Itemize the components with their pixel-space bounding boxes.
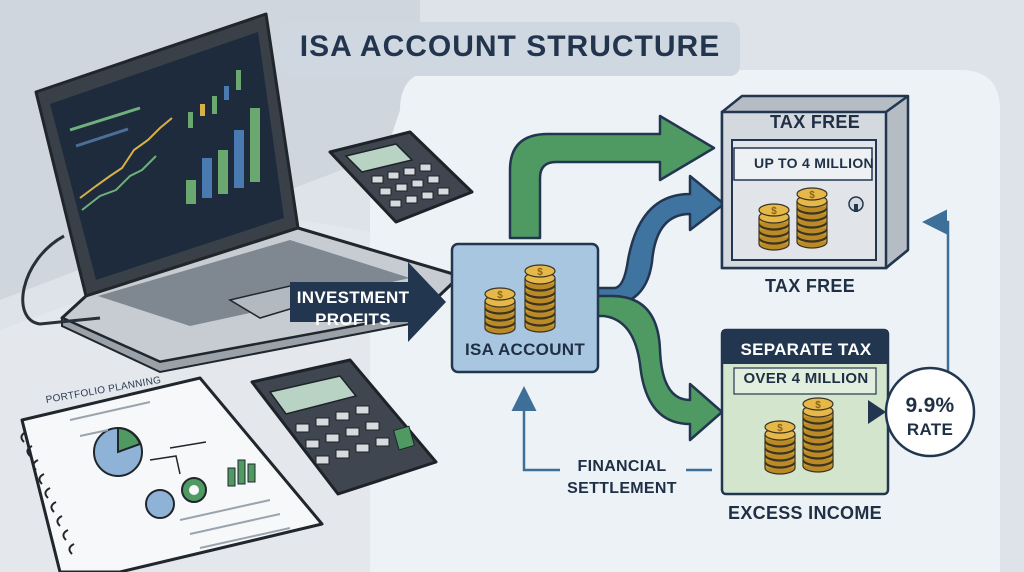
page-title: ISA ACCOUNT STRUCTURE	[299, 30, 721, 63]
separate-tax-label: SEPARATE TAX	[740, 340, 872, 359]
separate-tax-header	[722, 330, 888, 364]
profits-label: PROFITS	[315, 310, 391, 329]
investment-arrow	[290, 262, 446, 342]
calculator-icon	[250, 358, 438, 496]
financial-label: FINANCIAL	[577, 458, 667, 475]
calculator-icon	[328, 130, 474, 224]
tax-free-green-arrow	[508, 114, 716, 240]
over-4-million-label: OVER 4 MILLION	[743, 370, 869, 387]
laptop-icon	[21, 12, 462, 374]
rate-to-safe-arrow	[922, 209, 950, 372]
tax-free-header-label: TAX FREE	[769, 112, 861, 132]
excess-income-label: EXCESS INCOME	[728, 503, 882, 523]
notebook-icon	[20, 376, 324, 572]
isa-account-label: ISA ACCOUNT	[464, 340, 586, 359]
investment-label: INVESTMENT	[296, 288, 410, 307]
title-banner	[280, 22, 740, 76]
safe-icon	[720, 94, 910, 270]
rate-label: RATE	[906, 420, 954, 439]
tax-free-footer-label: TAX FREE	[764, 276, 856, 296]
rate-value: 9.9%	[905, 394, 955, 417]
rate-pointer-icon	[868, 400, 886, 424]
up-to-4-million-label: UP TO 4 MILLION	[754, 155, 874, 171]
excess-green-arrow	[594, 294, 724, 442]
settlement-label: SETTLEMENT	[567, 480, 677, 497]
